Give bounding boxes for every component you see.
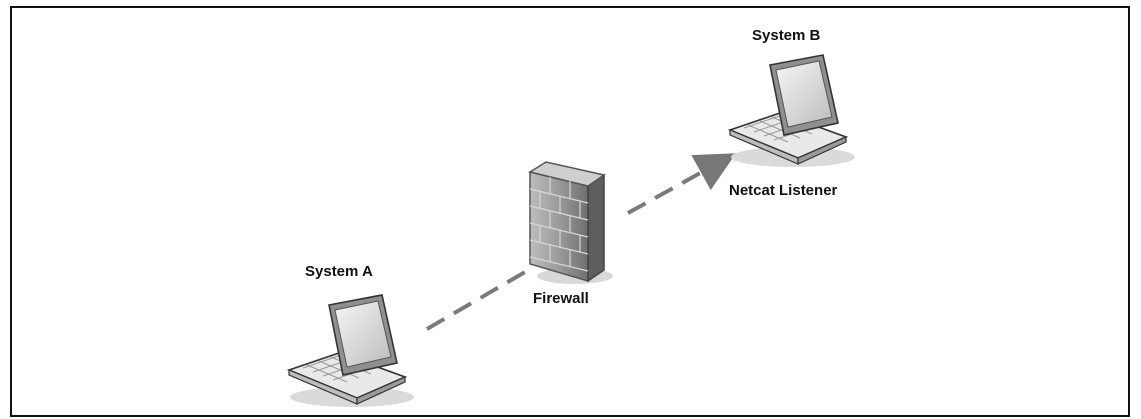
system-b-laptop-icon (727, 54, 855, 167)
edge-system-a-to-firewall (425, 270, 527, 331)
system-b-label: System B (752, 27, 821, 44)
system-a-label: System A (305, 263, 373, 280)
edge-firewall-to-system-b (627, 153, 737, 215)
firewall-label: Firewall (533, 290, 589, 307)
netcat-listener-caption: Netcat Listener (729, 182, 838, 199)
system-a-laptop-icon (286, 294, 414, 407)
firewall-icon (528, 161, 613, 284)
